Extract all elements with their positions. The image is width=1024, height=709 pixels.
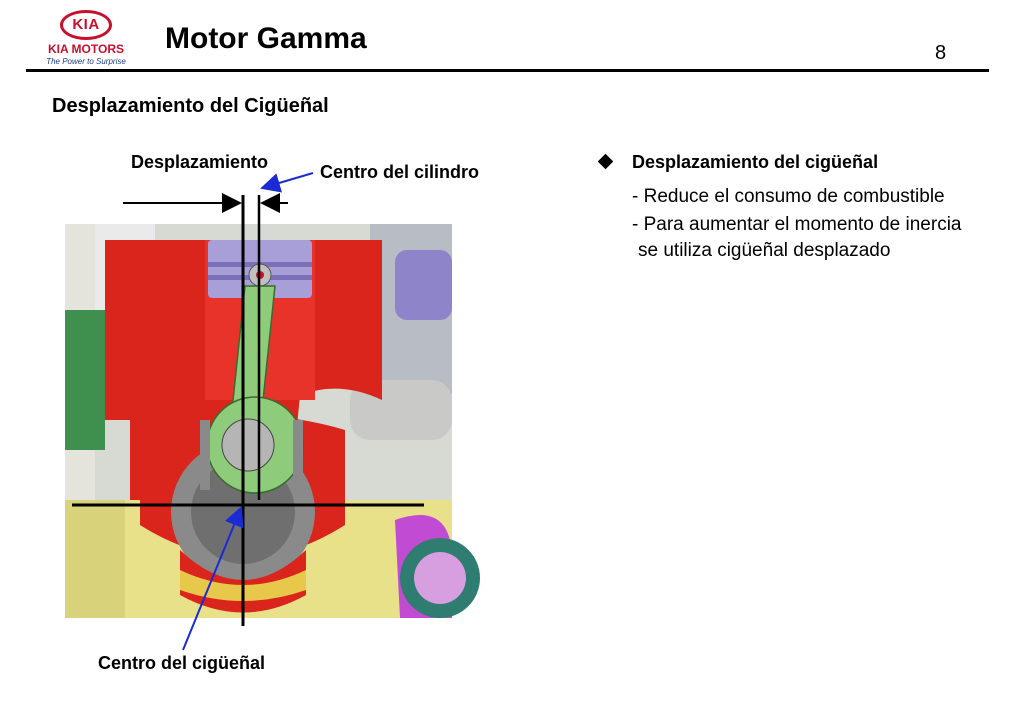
- bullet-line: se utiliza cigüeñal desplazado: [638, 240, 891, 261]
- bullet-line: - Reduce el consumo de combustible: [632, 186, 945, 207]
- kia-tagline: The Power to Surprise: [46, 57, 126, 66]
- kia-logo-text: KIA: [72, 16, 100, 33]
- kia-logo-oval: [60, 10, 112, 40]
- green-side-part: [65, 310, 105, 450]
- cylinder-center-label: Centro del cilindro: [320, 162, 480, 182]
- bullet-heading: Desplazamiento del cigüeñal: [632, 152, 879, 172]
- section-title: Desplazamiento del Cigüeñal: [52, 95, 329, 117]
- bullet-line: - Para aumentar el momento de inercia: [632, 214, 962, 235]
- page-title: Motor Gamma: [165, 22, 367, 55]
- crankshaft-center-pointer: [182, 506, 244, 651]
- crankshaft-center-label: Centro del cigüeñal: [98, 653, 266, 673]
- cylinder-center-pointer: [260, 172, 314, 193]
- page-number: 8: [935, 42, 947, 64]
- header-divider: [26, 69, 989, 72]
- kia-motors-wordmark: KIA MOTORS: [47, 42, 124, 56]
- displacement-label: Desplazamiento: [131, 152, 269, 172]
